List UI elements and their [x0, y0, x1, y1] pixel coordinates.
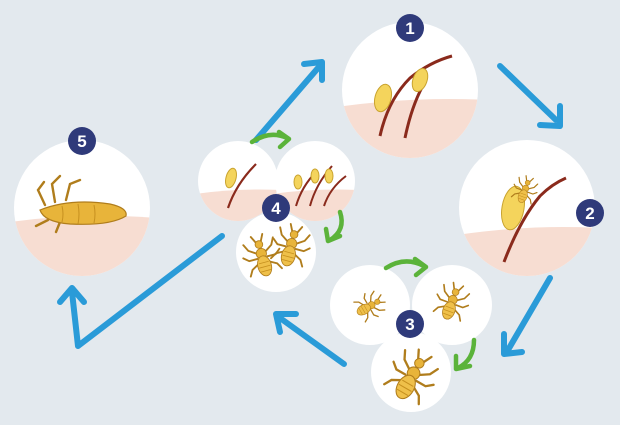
- arrow-2-to-3: [505, 275, 553, 353]
- badge-4: 4: [262, 194, 290, 222]
- hatching-egg-icon: [501, 172, 542, 231]
- dead-louse-icon: [34, 174, 127, 234]
- svg-text:2: 2: [585, 204, 594, 223]
- badge-3: 3: [396, 310, 424, 338]
- arrow-3-to-4: [277, 315, 347, 367]
- badge-2: 2: [576, 199, 604, 227]
- arrow-4-to-5: [69, 233, 225, 349]
- badge-5: 5: [68, 127, 96, 155]
- arrow-1-to-2: [497, 63, 559, 123]
- svg-text:5: 5: [77, 132, 86, 151]
- stage-1-circle: [342, 22, 478, 158]
- svg-text:4: 4: [271, 199, 281, 218]
- badge-1: 1: [396, 14, 424, 42]
- stage-5-circle: [14, 140, 150, 276]
- svg-text:1: 1: [405, 19, 414, 38]
- stage-3-cluster: [330, 256, 492, 412]
- stage-4-cluster: [198, 129, 355, 292]
- arrow-4-to-1: [253, 65, 321, 143]
- cycle-arrows: [57, 59, 563, 367]
- svg-text:3: 3: [405, 315, 414, 334]
- eggs-on-hair-icon: [373, 67, 429, 113]
